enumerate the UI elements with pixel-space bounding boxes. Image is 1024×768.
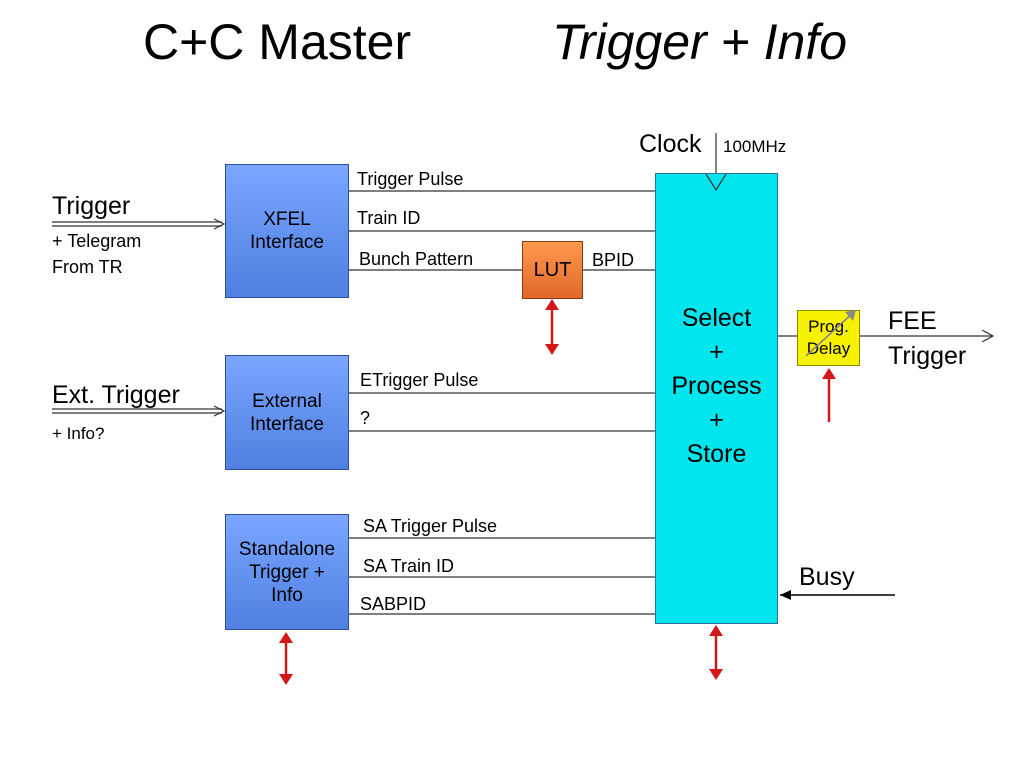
- xfel-interface-block: XFEL Interface: [225, 164, 349, 298]
- trigger-input-arrow: [52, 218, 226, 230]
- busy-label: Busy: [799, 563, 855, 591]
- select-process-store-block: Select + Process + Store: [655, 173, 778, 624]
- fee-trigger-label: Trigger: [888, 342, 967, 370]
- prog-delay-block: Prog. Delay: [797, 310, 860, 366]
- title-right: Trigger + Info: [552, 14, 848, 70]
- sa-trigger-pulse-label: SA Trigger Pulse: [363, 516, 498, 536]
- bunch-pattern-label: Bunch Pattern: [359, 249, 474, 269]
- spps-config-arrow: [709, 625, 723, 680]
- standalone-config-arrow: [279, 632, 293, 685]
- standalone-trigger-block: Standalone Trigger + Info: [225, 514, 349, 630]
- delay-adjust-arrow: [805, 310, 856, 357]
- etrigger-pulse-label: ETrigger Pulse: [360, 370, 479, 390]
- telegram-label: + Telegram: [52, 231, 142, 251]
- clock-freq-label: 100MHz: [723, 137, 787, 156]
- sabpid-label: SABPID: [360, 594, 427, 614]
- ext-trigger-input-arrow: [52, 405, 226, 417]
- trigger-input-label: Trigger: [52, 192, 131, 220]
- clock-input-marker: [705, 173, 727, 192]
- ext-trigger-label: Ext. Trigger: [52, 381, 180, 409]
- title-left: C+C Master: [143, 14, 412, 70]
- clock-label: Clock: [639, 130, 702, 158]
- lut-block: LUT: [522, 241, 583, 299]
- from-tr-label: From TR: [52, 257, 123, 277]
- delay-config-arrow: [822, 368, 836, 422]
- fee-label: FEE: [888, 307, 937, 335]
- question-label: ?: [360, 408, 371, 428]
- train-id-label: Train ID: [357, 208, 421, 228]
- external-interface-block: External Interface: [225, 355, 349, 470]
- lut-config-arrow: [545, 299, 559, 355]
- info-question-label: + Info?: [52, 424, 105, 443]
- sa-train-id-label: SA Train ID: [363, 556, 455, 576]
- trigger-pulse-label: Trigger Pulse: [357, 169, 464, 189]
- bpid-label: BPID: [592, 250, 635, 270]
